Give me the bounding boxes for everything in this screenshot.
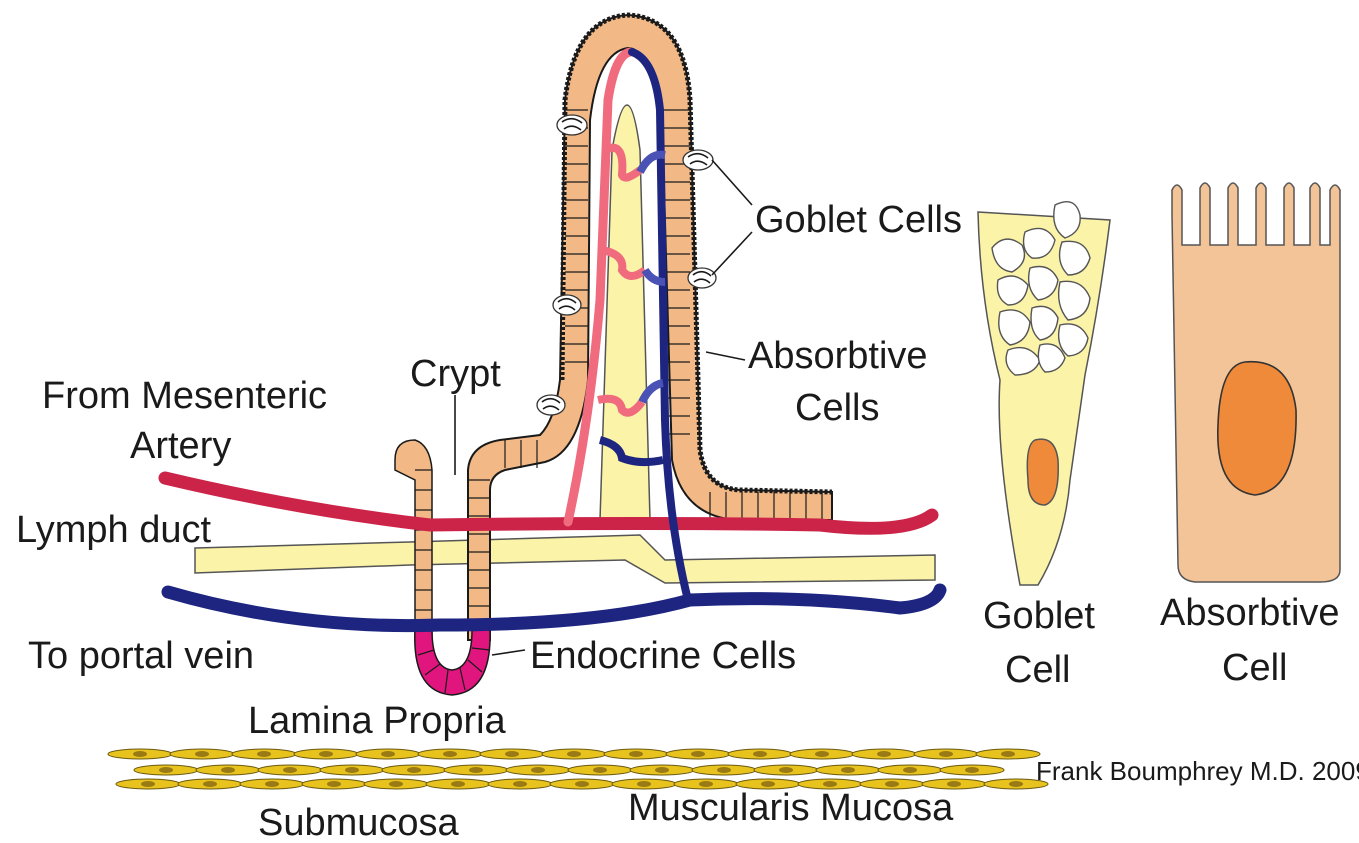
muscle-cell-nucleus — [841, 767, 855, 773]
label-lamina-propria: Lamina Propria — [248, 700, 507, 742]
label-absorbtive-cells-1: Absorbtive — [748, 335, 928, 377]
muscle-cell-nucleus — [753, 751, 767, 757]
muscle-cell-nucleus — [593, 767, 607, 773]
label-absorbtive-cells-2: Cells — [795, 387, 879, 429]
muscle-cell-nucleus — [407, 767, 421, 773]
muscle-cell-nucleus — [1001, 751, 1015, 757]
muscle-cell-nucleus — [717, 767, 731, 773]
muscle-cell-nucleus — [1009, 781, 1023, 787]
muscle-cell-nucleus — [319, 751, 333, 757]
muscle-cell-nucleus — [389, 781, 403, 787]
crypt-epithelium — [395, 440, 432, 640]
muscle-cell-nucleus — [443, 751, 457, 757]
muscle-cell-nucleus — [195, 751, 209, 757]
muscle-cell-nucleus — [451, 781, 465, 787]
label-from-mesenteric-2: Artery — [130, 425, 231, 467]
label-goblet-cells: Goblet Cells — [755, 199, 962, 241]
muscle-cell-nucleus — [265, 781, 279, 787]
label-absorbtive-cell-2: Cell — [1222, 647, 1287, 689]
label-crypt: Crypt — [410, 353, 501, 395]
muscle-cell-nucleus — [141, 781, 155, 787]
muscle-cell-nucleus — [345, 767, 359, 773]
muscle-cell-nucleus — [965, 767, 979, 773]
muscle-cell-nucleus — [469, 767, 483, 773]
label-absorbtive-cell-1: Absorbtive — [1160, 592, 1340, 634]
label-goblet-cell-1: Goblet — [983, 595, 1095, 637]
muscle-cell-nucleus — [575, 781, 589, 787]
muscle-cell-nucleus — [531, 767, 545, 773]
label-from-mesenteric-1: From Mesenteric — [42, 375, 327, 417]
muscle-cell-nucleus — [513, 781, 527, 787]
label-to-portal-vein: To portal vein — [28, 635, 254, 677]
muscle-cell-nucleus — [283, 767, 297, 773]
muscle-cell-nucleus — [505, 751, 519, 757]
muscle-cell-nucleus — [381, 751, 395, 757]
label-endocrine-cells: Endocrine Cells — [530, 635, 796, 677]
label-submucosa: Submucosa — [258, 802, 460, 843]
muscle-cell-nucleus — [567, 751, 581, 757]
muscle-cell-nucleus — [327, 781, 341, 787]
label-credit: Frank Boumphrey M.D. 2009 — [1036, 756, 1359, 786]
muscle-cell-nucleus — [257, 751, 271, 757]
absorbtive-cell-detail — [1172, 183, 1340, 582]
muscle-cell-nucleus — [221, 767, 235, 773]
endocrine-cells — [415, 630, 490, 695]
label-muscularis-mucosa: Muscularis Mucosa — [628, 787, 954, 829]
muscle-cell-nucleus — [691, 751, 705, 757]
muscularis-mucosa — [108, 749, 1048, 789]
muscle-cell-nucleus — [877, 751, 891, 757]
muscle-cell-nucleus — [159, 767, 173, 773]
muscle-cell-nucleus — [779, 767, 793, 773]
muscle-cell-nucleus — [815, 751, 829, 757]
muscle-cell-nucleus — [939, 751, 953, 757]
muscle-cell-nucleus — [655, 767, 669, 773]
muscle-cell-nucleus — [629, 751, 643, 757]
label-goblet-cell-2: Cell — [1005, 649, 1070, 691]
muscle-cell-nucleus — [133, 751, 147, 757]
muscle-cell-nucleus — [903, 767, 917, 773]
muscle-cell-nucleus — [203, 781, 217, 787]
label-lymph-duct: Lymph duct — [16, 509, 211, 551]
goblet-cell-detail — [978, 202, 1110, 585]
